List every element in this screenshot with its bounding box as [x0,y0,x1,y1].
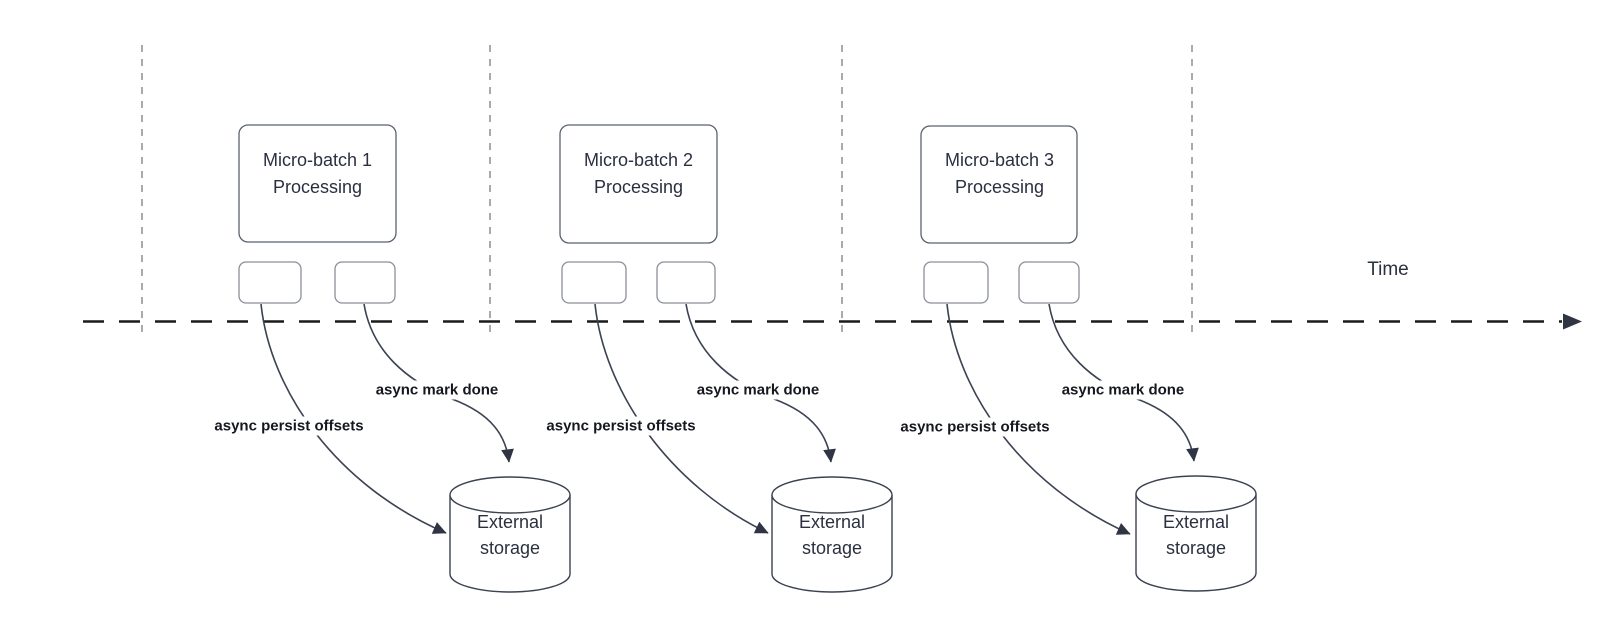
time-axis [83,313,1582,330]
lane-dividers [141,45,1193,338]
external-storage-cylinder-1 [449,476,571,593]
persist-offsets-op-box-3 [923,261,989,304]
time-axis-arrowhead-icon [1563,313,1582,330]
micro-batch-2-label: Micro-batch 2 Processing [583,150,694,197]
mark-done-op-box-2 [656,261,716,304]
persist-offsets-op-box-1 [238,261,302,304]
micro-batch-2-box [559,124,718,244]
section-3-shapes [920,125,1257,592]
external-storage-label-1: External storage [476,512,544,558]
external-storage-cylinder-2 [771,476,893,593]
external-storage-cylinder-3 [1135,475,1257,592]
mark-done-label-2: async mark done [693,380,823,400]
external-storage-label-3: External storage [1162,512,1230,558]
persist-offsets-label-3: async persist offsets [897,417,1053,437]
mark-done-op-box-1 [334,261,396,304]
micro-batch-3-box [920,125,1078,244]
mark-done-op-box-3 [1018,261,1080,304]
micro-batch-3-label: Micro-batch 3 Processing [944,150,1055,197]
mark-done-label-3: async mark done [1058,380,1188,400]
section-2-shapes [559,124,893,593]
micro-batch-1-box [238,124,397,243]
persist-offsets-label-2: async persist offsets [543,416,699,436]
persist-offsets-label-1: async persist offsets [211,416,367,436]
mark-done-label-1: async mark done [372,380,502,400]
section-1-shapes [238,124,571,593]
time-axis-label: Time [1367,259,1409,280]
external-storage-label-2: External storage [798,512,866,558]
persist-offsets-op-box-2 [561,261,627,304]
micro-batch-1-label: Micro-batch 1 Processing [262,150,373,197]
